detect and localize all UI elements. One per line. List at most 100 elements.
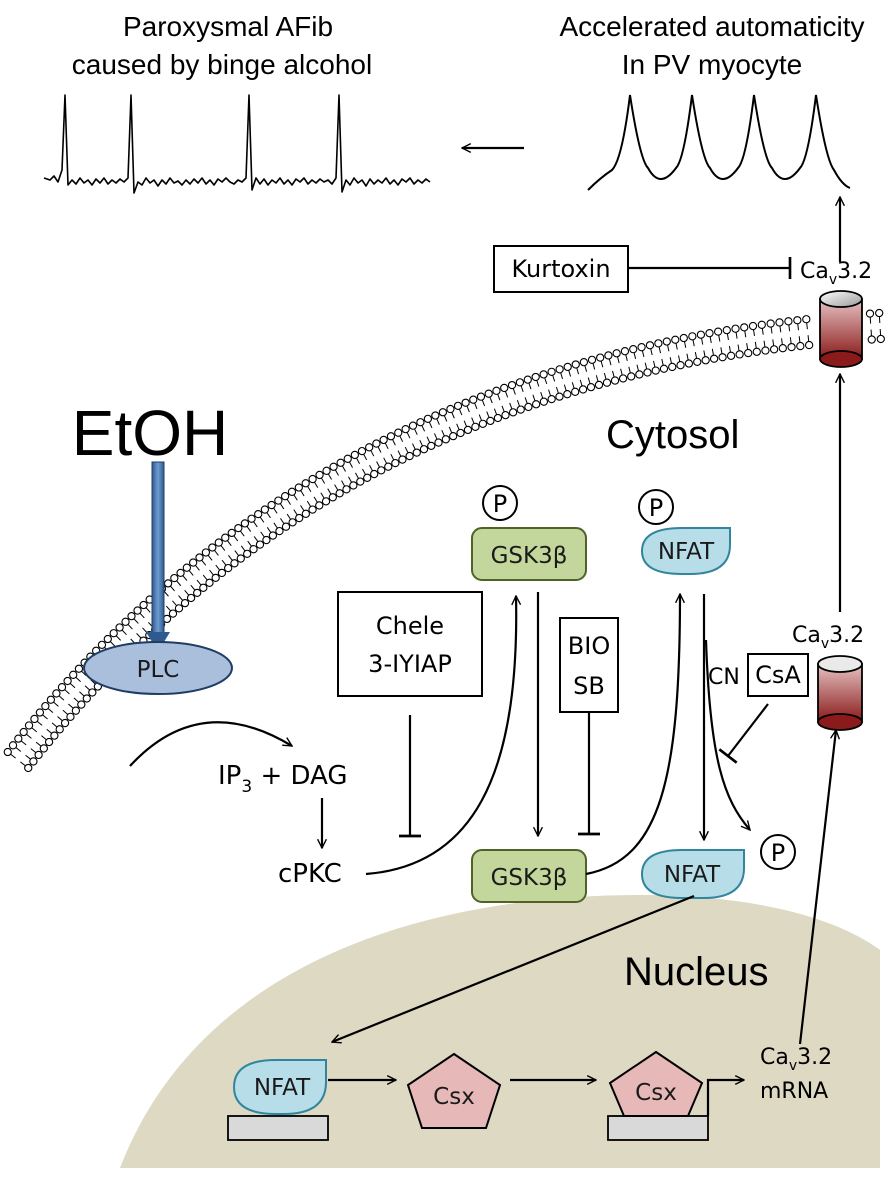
lipid-head <box>586 382 596 392</box>
lipid-head <box>127 611 136 621</box>
lipid-head <box>182 563 192 572</box>
lipid-head <box>486 416 495 426</box>
lipid-head <box>469 395 478 404</box>
lipid-head <box>620 347 630 356</box>
lipid-head <box>8 741 18 750</box>
lipid-head <box>547 394 556 404</box>
gsk3b-bottom-node <box>471 849 587 903</box>
lipid-head <box>14 734 23 743</box>
lipid-head <box>60 718 70 728</box>
lipid-head <box>321 497 331 506</box>
arrow-nfat-to-nucleus <box>332 894 695 1042</box>
cell-membrane <box>3 308 885 773</box>
lipid-head <box>24 721 34 730</box>
lipid-head <box>69 670 78 679</box>
lipid-head <box>66 712 75 721</box>
lipid-head <box>50 731 59 740</box>
lipid-head <box>627 372 636 381</box>
lipid-head <box>610 376 620 385</box>
lipid-head <box>205 578 214 587</box>
csx-dna-block <box>607 1115 709 1141</box>
lipid-head <box>41 701 50 711</box>
lipid-head <box>492 386 501 395</box>
lipid-head <box>596 353 605 362</box>
lipid-head <box>260 505 270 514</box>
released-phospho-label: P <box>771 839 785 867</box>
cytosol-label: Cytosol <box>606 413 739 457</box>
lipid-head <box>335 489 344 498</box>
lipid-head <box>115 623 124 632</box>
lipid-head <box>195 553 204 562</box>
arrow-mrna-to-channel <box>798 730 836 1045</box>
lipid-head <box>236 554 245 563</box>
lipid-head <box>268 531 278 540</box>
lipid-head <box>349 481 358 490</box>
nucleus-label: Nucleus <box>624 950 769 994</box>
action-potential-trace <box>587 94 851 191</box>
lipid-head <box>547 367 556 376</box>
lipid-head <box>74 664 84 673</box>
lipid-head <box>329 462 338 471</box>
lipid-head <box>645 341 655 350</box>
lipid-head <box>668 362 677 372</box>
lipid-head <box>602 378 612 387</box>
lipid-head <box>438 408 448 417</box>
lipid-head <box>446 404 455 414</box>
lipid-head <box>761 346 770 355</box>
lipid-head <box>635 370 644 379</box>
lipid-head <box>357 446 367 456</box>
lipid-head <box>247 514 256 523</box>
lipid-head <box>726 351 736 360</box>
lipid-head <box>328 493 337 502</box>
arrow-plc-to-ip3 <box>129 721 292 767</box>
automaticity-title-line1: Accelerated automaticity <box>559 11 864 42</box>
lipid-head <box>211 573 220 583</box>
csx-node-2 <box>608 1050 704 1117</box>
cytosol-cav32-label: Cav3.2 <box>792 623 864 652</box>
lipid-head <box>97 640 107 650</box>
lipid-head <box>370 469 379 479</box>
lipid-head <box>722 326 731 335</box>
lipid-head <box>563 390 572 399</box>
lipid-head <box>793 316 802 325</box>
lipid-head <box>88 688 97 697</box>
lipid-head <box>405 451 414 461</box>
lipid-head <box>735 350 744 359</box>
kurtoxin-box <box>493 245 629 293</box>
lipid-head <box>322 466 331 475</box>
lipid-head <box>82 694 91 703</box>
lipid-head <box>139 600 148 610</box>
nfat-phospho-label: P <box>649 494 663 522</box>
lipid-head <box>476 392 486 401</box>
lipid-head <box>618 374 628 383</box>
lipid-head <box>3 747 12 757</box>
lipid-head <box>449 431 458 441</box>
lipid-head <box>394 428 403 437</box>
lipid-head <box>804 340 814 350</box>
lipid-head <box>478 419 488 428</box>
afib-title-line2: caused by binge alcohol <box>72 49 372 80</box>
lipid-head <box>35 708 45 717</box>
lipid-head <box>295 513 304 523</box>
lipid-head <box>386 432 396 441</box>
etoh-label: EtOH <box>72 397 228 469</box>
lipid-head <box>594 380 604 390</box>
lipid-head <box>356 477 365 486</box>
cytosol-cav32-channel <box>817 655 863 731</box>
lipid-head <box>744 348 753 358</box>
lipid-head <box>775 318 784 327</box>
lipid-head <box>201 548 211 557</box>
lipid-head <box>208 543 217 552</box>
arrow-cpkc-to-gsk3b <box>365 596 516 876</box>
lipid-head <box>802 315 811 324</box>
lipid-head <box>408 421 418 430</box>
lipid-head <box>267 500 276 510</box>
lipid-head <box>693 357 702 367</box>
automaticity-title-line2: In PV myocyte <box>622 49 803 80</box>
lipid-head <box>555 365 564 374</box>
lipid-head <box>507 380 517 390</box>
lipid-head <box>308 474 317 484</box>
lipid-head <box>343 454 352 463</box>
csx-label-2: Csx <box>635 1080 677 1106</box>
